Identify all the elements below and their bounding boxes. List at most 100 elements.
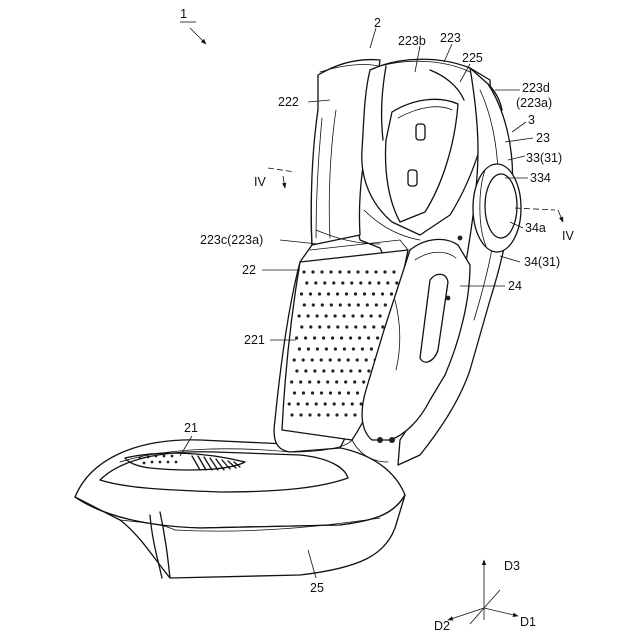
mesh-hole [304,369,307,372]
mesh-hole [326,413,329,416]
mesh-hole [309,325,312,328]
pad-slot-upper [416,124,425,140]
mesh-hole [307,314,310,317]
mesh-hole [329,391,332,394]
label-part-334: 334 [530,171,551,185]
mesh-hole [353,380,356,383]
mesh-hole [316,314,319,317]
mesh-hole [356,358,359,361]
mesh-hole [290,413,293,416]
mesh-hole [366,303,369,306]
mesh-hole [347,391,350,394]
mesh-hole [327,292,330,295]
mesh-hole [297,402,300,405]
mesh-hole [323,281,326,284]
mesh-hole [345,325,348,328]
mesh-hole [361,314,364,317]
mesh-hole [300,292,303,295]
label-edge-223d: 223d [522,81,550,95]
mesh-hole [308,413,311,416]
mesh-hole [345,292,348,295]
mesh-hole [363,325,366,328]
mesh-hole [290,380,293,383]
mesh-hole [299,380,302,383]
mesh-hole [313,336,316,339]
mesh-hole [338,391,341,394]
mesh-hole [356,270,359,273]
mesh-hole [298,314,301,317]
mesh-hole [392,270,395,273]
mesh-hole [338,270,341,273]
mesh-hole [307,347,310,350]
mesh-hole [329,358,332,361]
label-side-23: 23 [536,131,550,145]
label-section-left: IV [254,175,266,189]
mesh-hole [372,325,375,328]
mesh-hole [327,325,330,328]
mesh-hole [390,292,393,295]
mesh-hole [347,270,350,273]
mesh-hole [354,325,357,328]
mesh-hole [353,413,356,416]
mesh-hole [304,336,307,339]
mesh-hole [372,292,375,295]
label-edge-223c: 223c(223a) [200,233,263,247]
mesh-hole [302,358,305,361]
mesh-hole [326,380,329,383]
mesh-hole [298,347,301,350]
mesh-hole [336,292,339,295]
label-axis-d2: D2 [434,619,450,633]
mesh-hole [340,369,343,372]
mesh-hole [305,281,308,284]
mesh-hole [381,292,384,295]
mesh-hole [311,270,314,273]
mesh-hole [303,303,306,306]
mesh-hole [317,413,320,416]
mesh-hole [293,358,296,361]
mesh-hole [349,336,352,339]
figure-ref-main: 1 [180,6,187,21]
mesh-hole [317,380,320,383]
mesh-hole [330,303,333,306]
mesh-hole [343,347,346,350]
mesh-hole [352,347,355,350]
mesh-hole [384,303,387,306]
mesh-hole [322,336,325,339]
mesh-hole [329,270,332,273]
label-arm-24: 24 [508,279,522,293]
mesh-hole [357,303,360,306]
mesh-hole [318,325,321,328]
ref-1-arrow [180,22,206,44]
mesh-hole [300,325,303,328]
mesh-hole [302,391,305,394]
label-section-right: IV [562,229,574,243]
mesh-hole [379,314,382,317]
mesh-hole [293,391,296,394]
mesh-hole [386,281,389,284]
mesh-hole [335,380,338,383]
label-mesh-221: 221 [244,333,265,347]
label-seat: 2 [374,16,381,30]
label-shell: 3 [528,113,535,127]
mesh-hole [359,281,362,284]
mesh-hole [320,270,323,273]
mesh-hole [339,303,342,306]
mesh-hole [325,314,328,317]
label-backrest-upper: 222 [278,95,299,109]
mesh-hole [308,380,311,383]
mesh-hole [313,369,316,372]
mesh-hole [309,292,312,295]
mesh-hole [334,314,337,317]
mesh-hole [342,402,345,405]
mesh-hole [347,358,350,361]
label-headrest: 223 [440,31,461,45]
mesh-hole [331,369,334,372]
mesh-hole [370,314,373,317]
mesh-hole [333,402,336,405]
mesh-hole [338,358,341,361]
mesh-hole [358,369,361,372]
mesh-hole [361,347,364,350]
mesh-hole [324,402,327,405]
mesh-hole [368,281,371,284]
